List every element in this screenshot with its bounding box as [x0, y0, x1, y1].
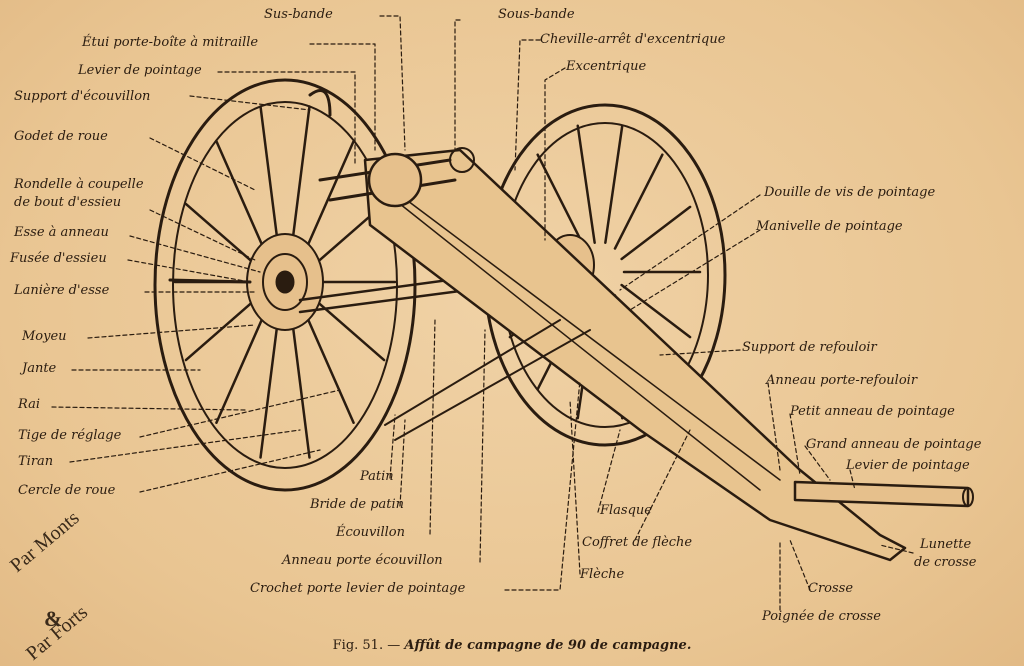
label-laniere: Lanière d'esse: [14, 283, 110, 298]
left-wheel: [153, 78, 417, 492]
figure-title: Affût de campagne de 90 de campagne.: [404, 638, 692, 653]
label-excentrique: Excentrique: [566, 59, 647, 74]
label-rai: Rai: [18, 397, 40, 412]
label-petit-anneau: Petit anneau de pointage: [790, 404, 955, 419]
trail: [363, 148, 907, 562]
label-jante: Jante: [22, 361, 57, 376]
wheel-spoke: [259, 325, 279, 459]
wheel-spoke: [184, 202, 254, 264]
label-poignee: Poignée de crosse: [762, 609, 881, 624]
label-sus-bande: Sus-bande: [264, 7, 333, 22]
label-fusee: Fusée d'essieu: [10, 251, 107, 266]
figure-caption: Fig. 51. — Affût de campagne de 90 de ca…: [0, 638, 1024, 653]
label-crochet: Crochet porte levier de pointage: [250, 581, 466, 596]
wheel-spoke: [291, 325, 311, 459]
wheel-spoke: [620, 283, 692, 339]
label-lunette-2: de crosse: [914, 555, 977, 570]
label-moyeu: Moyeu: [22, 329, 67, 344]
label-patin: Patin: [360, 469, 394, 484]
label-bride: Bride de patin: [310, 497, 405, 512]
wheel-spoke: [215, 140, 264, 248]
label-etui: Étui porte-boîte à mitraille: [82, 35, 259, 50]
label-rondelle-2: de bout d'essieu: [14, 195, 122, 210]
label-lunette-1: Lunette: [920, 537, 972, 552]
label-douille: Douille de vis de pointage: [764, 185, 936, 200]
label-support-refouloir: Support de refouloir: [742, 340, 877, 355]
figure-number: Fig. 51. —: [332, 638, 401, 653]
label-crosse: Crosse: [808, 581, 854, 596]
wheel-spoke: [306, 140, 355, 248]
label-manivelle: Manivelle de pointage: [756, 219, 903, 234]
label-levier-pointage-top: Levier de pointage: [78, 63, 202, 78]
label-grand-anneau: Grand anneau de pointage: [806, 437, 982, 452]
label-sous-bande: Sous-bande: [498, 7, 575, 22]
wheel-spoke: [259, 105, 279, 239]
wheel-spoke: [291, 105, 311, 239]
label-fleche: Flèche: [580, 567, 625, 582]
label-ecouvillon: Écouvillon: [336, 525, 405, 540]
label-cercle: Cercle de roue: [18, 483, 116, 498]
wheel-spoke: [620, 205, 692, 261]
label-support-ecouvillon: Support d'écouvillon: [14, 89, 151, 104]
wheel-spoke: [613, 153, 664, 250]
wheel-spoke: [306, 316, 355, 424]
label-tiran: Tiran: [18, 454, 54, 469]
wheel-spoke: [316, 300, 386, 362]
label-anneau-ecouvillon: Anneau porte écouvillon: [282, 553, 443, 568]
wheel-spoke: [184, 300, 254, 362]
label-coffret: Coffret de flèche: [582, 535, 693, 550]
wheel-spoke: [576, 124, 596, 245]
watermark-amp: &: [44, 606, 63, 631]
label-tige: Tige de réglage: [18, 428, 122, 443]
label-levier-pointage-right: Levier de pointage: [846, 458, 970, 473]
label-anneau-refouloir: Anneau porte-refouloir: [766, 373, 918, 388]
label-esse: Esse à anneau: [14, 225, 109, 240]
label-rondelle-1: Rondelle à coupelle: [14, 177, 144, 192]
label-flasque: Flasque: [600, 503, 652, 518]
wheel-spoke: [604, 124, 624, 245]
wheel-spoke: [215, 316, 264, 424]
label-godet: Godet de roue: [14, 129, 108, 144]
label-cheville: Cheville-arrêt d'excentrique: [540, 32, 726, 47]
